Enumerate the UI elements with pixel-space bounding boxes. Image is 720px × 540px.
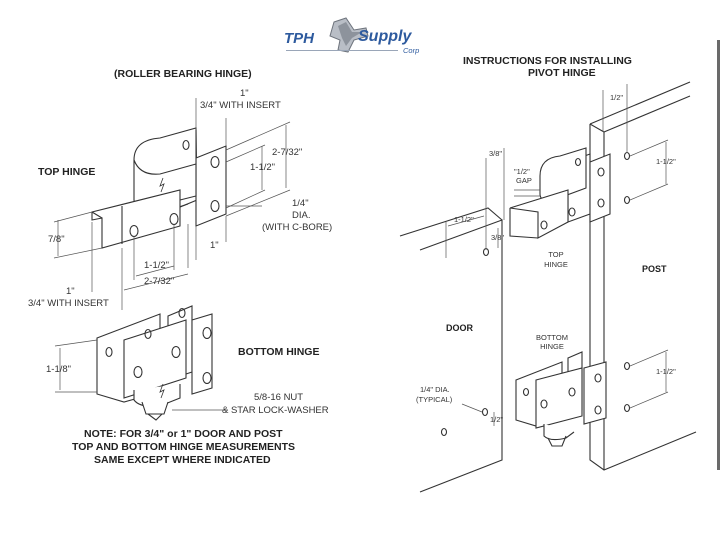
dim-bottom-width: 1": [66, 286, 75, 297]
page-edge-rule: [717, 40, 720, 470]
note-line-1: NOTE: FOR 3/4" or 1" DOOR AND POST: [84, 428, 283, 440]
dim-door-top: 3/8": [489, 149, 503, 158]
note-line-3: SAME EXCEPT WHERE INDICATED: [94, 454, 271, 466]
bottom-hinge-drawing: [96, 305, 213, 421]
dim-spacing-outer: 2-7/32": [144, 276, 175, 287]
dim-post-spacing-top: 1-1/2": [656, 157, 676, 166]
dim-gap-1: "1/2": [514, 167, 530, 176]
dim-door-drop: 3/8": [491, 233, 505, 242]
bottom-hinge-label: BOTTOM HINGE: [238, 346, 320, 358]
dim-height-inner: 1-1/2": [250, 162, 276, 173]
brand-logo: TPH Supply Corp: [282, 16, 442, 56]
top-hinge-caption-2: HINGE: [544, 260, 568, 269]
dim-nut-washer: & STAR LOCK-WASHER: [222, 405, 329, 416]
brand-name-left: TPH: [284, 30, 314, 47]
dim-hole-dia-typical: 1/4" DIA.: [420, 385, 450, 394]
dim-post-offset: 1/2": [610, 93, 624, 102]
brand-suffix: Corp: [403, 46, 420, 55]
dim-leaf-height: 7/8": [48, 234, 65, 245]
dim-bottom-leaf-height: 1-1/8": [46, 364, 72, 375]
dim-spacing-inner: 1-1/2": [144, 260, 170, 271]
logo-underline: [286, 50, 398, 51]
install-dimension-lines: [445, 84, 669, 426]
top-hinge-drawing: [91, 127, 227, 249]
dim-hole-dia-unit: DIA.: [292, 210, 311, 221]
dim-nut: 5/8-16 NUT: [254, 392, 304, 403]
top-hinge-dimension-lines: [53, 98, 291, 310]
installed-top-hinge: [509, 147, 611, 239]
right-panel-title-1: INSTRUCTIONS FOR INSTALLING: [463, 55, 632, 67]
door-label: DOOR: [446, 323, 473, 333]
note-line-2: TOP AND BOTTOM HINGE MEASUREMENTS: [72, 441, 296, 453]
bottom-hinge-caption-1: BOTTOM: [536, 333, 568, 342]
logo-emblem-icon: [329, 17, 369, 53]
right-panel-title-2: PIVOT HINGE: [528, 67, 596, 79]
dim-top-width: 1": [240, 88, 249, 99]
top-hinge-caption-1: TOP: [548, 250, 564, 259]
dim-door-bottom: 1/2": [490, 415, 504, 424]
dim-hole-note: (WITH C-BORE): [262, 222, 333, 233]
door-drawing: [399, 207, 503, 493]
top-hinge-label: TOP HINGE: [38, 166, 96, 178]
bottom-hinge-dimension-lines: [54, 339, 228, 411]
installed-bottom-hinge: [515, 351, 607, 447]
dim-gap-2: GAP: [516, 176, 532, 185]
dim-bottom-width-insert: 3/4" WITH INSERT: [28, 298, 109, 309]
dim-hole-dia: 1/4": [292, 198, 309, 209]
post-drawing: [589, 81, 697, 471]
dim-door-edge: 1-1/2": [454, 215, 474, 224]
left-panel-title: (ROLLER BEARING HINGE): [114, 68, 252, 80]
bottom-hinge-caption-2: HINGE: [540, 342, 564, 351]
post-label: POST: [642, 264, 667, 274]
dim-height-outer: 2-7/32": [272, 147, 303, 158]
dim-hole-typical-note: (TYPICAL): [416, 395, 453, 404]
dim-post-spacing-bottom: 1-1/2": [656, 367, 676, 376]
dim-offset: 1": [210, 240, 219, 251]
dim-top-width-insert: 3/4" WITH INSERT: [200, 100, 281, 111]
brand-name-right: Supply: [358, 28, 412, 45]
